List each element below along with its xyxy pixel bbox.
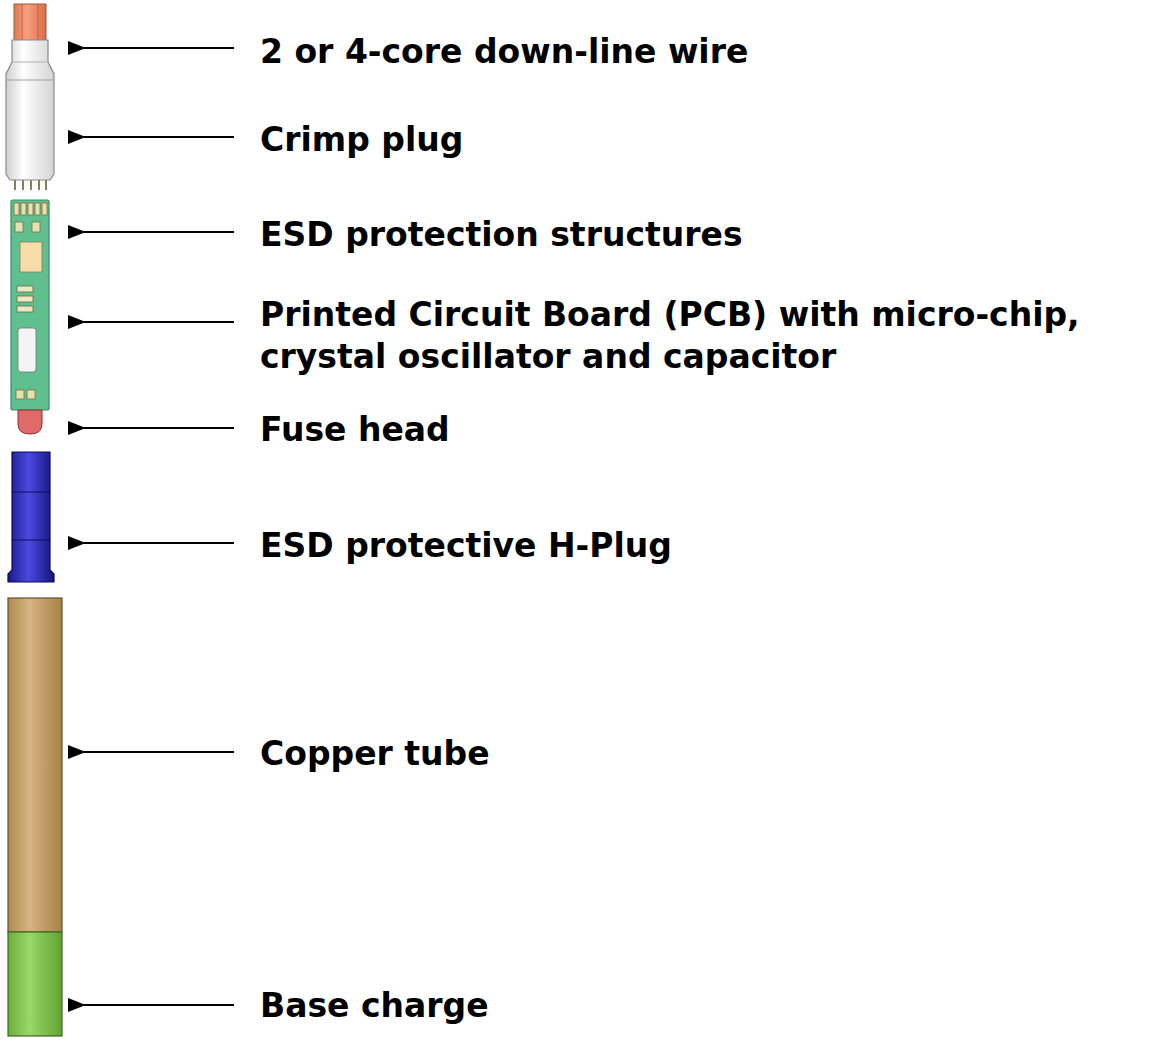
part-label: Base charge xyxy=(260,985,1150,1027)
leader-arrow xyxy=(84,542,234,544)
leader-arrow xyxy=(84,136,234,138)
leader-lines xyxy=(84,48,234,1005)
part-label: ESD protection structures xyxy=(260,214,1150,256)
fuse-head xyxy=(18,410,42,434)
leader-arrow xyxy=(84,427,234,429)
part-label: ESD protective H-Plug xyxy=(260,525,1150,567)
pcb xyxy=(11,200,49,410)
part-label: Printed Circuit Board (PCB) with micro-c… xyxy=(260,294,1157,378)
part-label: Crimp plug xyxy=(260,119,1150,161)
leader-arrow xyxy=(84,47,234,49)
part-label: 2 or 4-core down-line wire xyxy=(260,31,1150,73)
down-line-wire xyxy=(14,4,46,42)
leader-arrow xyxy=(84,751,234,753)
crystal-oscillator xyxy=(18,328,36,372)
copper-tube xyxy=(8,598,62,932)
esd-structures xyxy=(14,203,47,232)
part-label: Fuse head xyxy=(260,409,1150,451)
crimp-plug xyxy=(6,40,54,190)
base-charge xyxy=(8,932,62,1036)
leader-arrow xyxy=(84,321,234,323)
leader-arrow xyxy=(84,231,234,233)
part-label: Copper tube xyxy=(260,733,1150,775)
leader-arrow xyxy=(84,1004,234,1006)
microchip xyxy=(20,242,42,272)
h-plug xyxy=(8,452,54,582)
